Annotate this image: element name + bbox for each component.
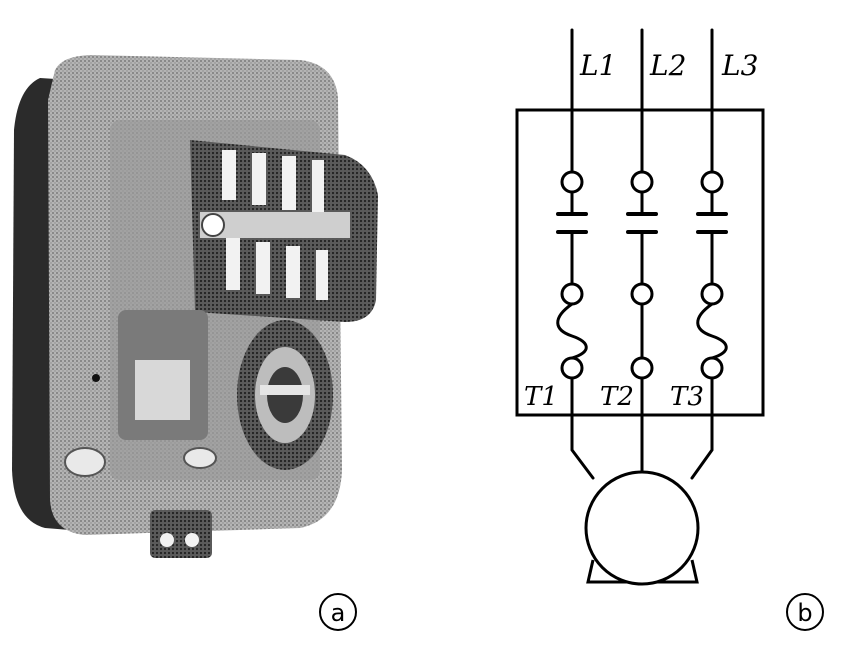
- caption-a-text: a: [331, 599, 346, 627]
- enclosure-body: [12, 55, 378, 558]
- label-L2: L2: [649, 49, 686, 82]
- phase-2-upper-terminal: [630, 170, 654, 194]
- phase-2-lower-terminal: [630, 356, 654, 380]
- phase-3-motor-lead: [690, 376, 714, 480]
- starter-photo: a: [12, 55, 378, 631]
- phase-2-mid-terminal: [630, 282, 654, 306]
- phase-1-upper-terminal: [560, 170, 584, 194]
- label-T1: T1: [524, 382, 558, 412]
- phase-1-mid-terminal: [560, 282, 584, 306]
- cable-gland: [150, 510, 212, 558]
- label-L1: L1: [579, 49, 616, 82]
- phase-3-overload-element: [696, 302, 728, 360]
- enclosure-box: [515, 108, 765, 417]
- phase-3-mid-terminal: [700, 282, 724, 306]
- label-T3: T3: [670, 382, 704, 412]
- phase-1-lower-terminal: [560, 356, 584, 380]
- motor-symbol: [584, 470, 700, 586]
- caption-a: a: [319, 593, 357, 631]
- phase-1-motor-lead: [570, 376, 595, 480]
- caption-b-text: b: [797, 599, 812, 627]
- label-L3: L3: [721, 49, 758, 82]
- contactor-block: [190, 140, 378, 322]
- line-labels: L1 L2 L3: [579, 49, 758, 82]
- terminal-labels: T1 T2 T3: [524, 382, 704, 412]
- caption-b: b: [786, 593, 824, 631]
- overload-relay: [92, 310, 208, 440]
- phase-3-upper-terminal: [700, 170, 724, 194]
- phase-3-lower-terminal: [700, 356, 724, 380]
- phase-1-overload-element: [556, 302, 588, 360]
- coil-terminal: [237, 320, 333, 470]
- label-T2: T2: [600, 382, 634, 412]
